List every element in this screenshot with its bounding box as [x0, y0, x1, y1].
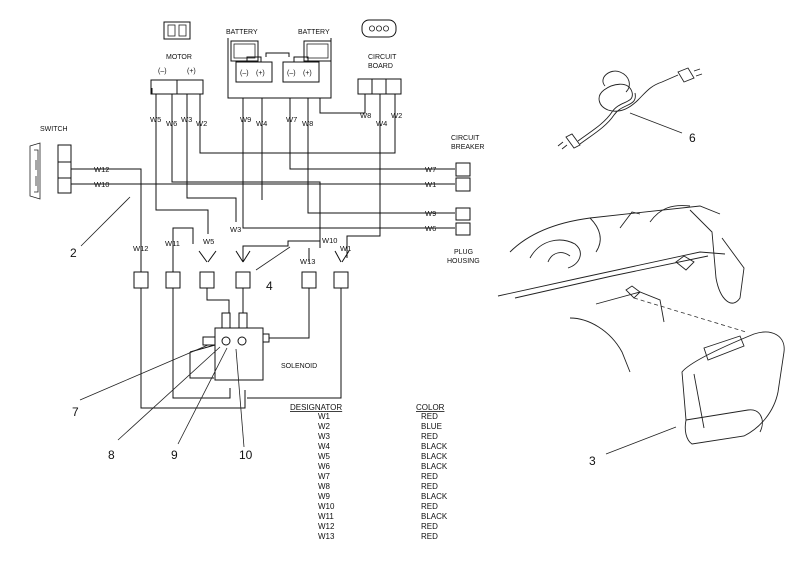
table-cell-color: RED [421, 412, 438, 421]
table-cell-color: BLUE [421, 422, 442, 431]
circuit-breaker-label-1: CIRCUIT [451, 135, 480, 142]
table-cell-color: BLACK [421, 452, 448, 461]
battery-pack [227, 38, 332, 99]
wire-harness [71, 88, 455, 409]
table-cell-color: BLACK [421, 462, 448, 471]
callout-2: 2 [70, 246, 77, 260]
wire-label: W12 [133, 244, 148, 253]
battery-1-icon [230, 40, 259, 62]
table-cell-designator: W5 [318, 452, 331, 461]
circuit-board-label-1: CIRCUIT [368, 54, 397, 61]
plug-housing-label-1: PLUG [454, 249, 473, 256]
circuit-board-label-2: BOARD [368, 63, 393, 70]
motor-terminal-block [150, 79, 204, 95]
wire-label: W5 [150, 115, 161, 124]
wire-label: W7 [286, 115, 297, 124]
solenoid-label: SOLENOID [281, 363, 317, 370]
switch-label: SWITCH [40, 126, 68, 133]
table-cell-designator: W12 [318, 522, 335, 531]
table-cell-designator: W8 [318, 482, 331, 491]
battery-1-pos: (+) [256, 70, 265, 77]
wire-label: W1 [340, 244, 351, 253]
wire-label: W10 [322, 236, 337, 245]
table-header-color: COLOR [416, 403, 445, 412]
lower-connector-boxes [133, 271, 349, 289]
callout-7: 7 [72, 405, 79, 419]
table-cell-designator: W6 [318, 462, 331, 471]
wire-label: W10 [94, 180, 109, 189]
wire-label: W5 [203, 237, 214, 246]
motor-icon [163, 21, 191, 40]
wire-label: W13 [300, 257, 315, 266]
wire-designator-labels: W5 W6 W3 W2 W9 W4 W7 W8 W8 W4 W2 W12 W10… [94, 111, 436, 266]
callout-6: 6 [689, 131, 696, 145]
charger-cord-illustration [557, 67, 703, 150]
table-cell-color: BLACK [421, 442, 448, 451]
table-cell-designator: W1 [318, 412, 331, 421]
wire-label: W6 [425, 224, 436, 233]
table-cell-color: RED [421, 522, 438, 531]
callout-4: 4 [266, 279, 273, 293]
circuit-board-icon [361, 19, 397, 38]
battery-2-icon [303, 40, 332, 62]
wire-label: W9 [425, 209, 436, 218]
table-cell-designator: W4 [318, 442, 331, 451]
table-cell-designator: W3 [318, 432, 331, 441]
table-cell-color: RED [421, 472, 438, 481]
switch-icon [29, 142, 72, 200]
battery-2-pos: (+) [303, 70, 312, 77]
table-cell-designator: W11 [318, 512, 334, 521]
wire-label: W6 [166, 119, 177, 128]
callout-9: 9 [171, 448, 178, 462]
wire-label: W2 [391, 111, 402, 120]
wire-label: W2 [196, 119, 207, 128]
wire-label: W11 [165, 239, 180, 248]
motor-pos-label: (+) [187, 68, 196, 75]
callout-3: 3 [589, 454, 596, 468]
wire-label: W3 [181, 115, 192, 124]
circuit-breaker-label-2: BREAKER [451, 144, 484, 151]
table-cell-designator: W13 [318, 532, 335, 541]
table-cell-designator: W2 [318, 422, 331, 431]
table-cell-color: RED [421, 502, 438, 511]
callout-8: 8 [108, 448, 115, 462]
motor-label: MOTOR [166, 54, 192, 61]
plug-housing-label-2: HOUSING [447, 258, 480, 265]
battery-1-label: BATTERY [226, 29, 258, 36]
battery-1-neg: (–) [240, 70, 249, 77]
table-cell-designator: W9 [318, 492, 331, 501]
table-cell-color: RED [421, 432, 438, 441]
callout-10: 10 [239, 448, 253, 462]
wire-label: W1 [425, 180, 436, 189]
table-cell-color: RED [421, 482, 438, 491]
wire-label: W4 [256, 119, 267, 128]
battery-2-neg: (–) [287, 70, 296, 77]
wire-label: W8 [302, 119, 313, 128]
wire-label: W9 [240, 115, 251, 124]
table-cell-color: BLACK [421, 512, 448, 521]
motor-neg-label: (–) [158, 68, 167, 75]
wire-label: W7 [425, 165, 436, 174]
table-header-designator: DESIGNATOR [290, 403, 342, 412]
table-cell-color: RED [421, 532, 438, 541]
battery-2-label: BATTERY [298, 29, 330, 36]
solenoid-icon [189, 312, 270, 381]
plug-housing-terminals [455, 207, 471, 236]
wire-label: W8 [360, 111, 371, 120]
wire-label: W12 [94, 165, 109, 174]
wire-label: W3 [230, 225, 241, 234]
table-cell-designator: W7 [318, 472, 331, 481]
callout-leaders [79, 112, 683, 455]
circuit-breaker-terminals [455, 162, 471, 192]
circuit-board-terminal-block [357, 78, 402, 95]
table-cell-designator: W10 [318, 502, 335, 511]
table-cell-color: BLACK [421, 492, 448, 501]
wire-label: W4 [376, 119, 387, 128]
mower-housing-illustration [497, 205, 785, 445]
